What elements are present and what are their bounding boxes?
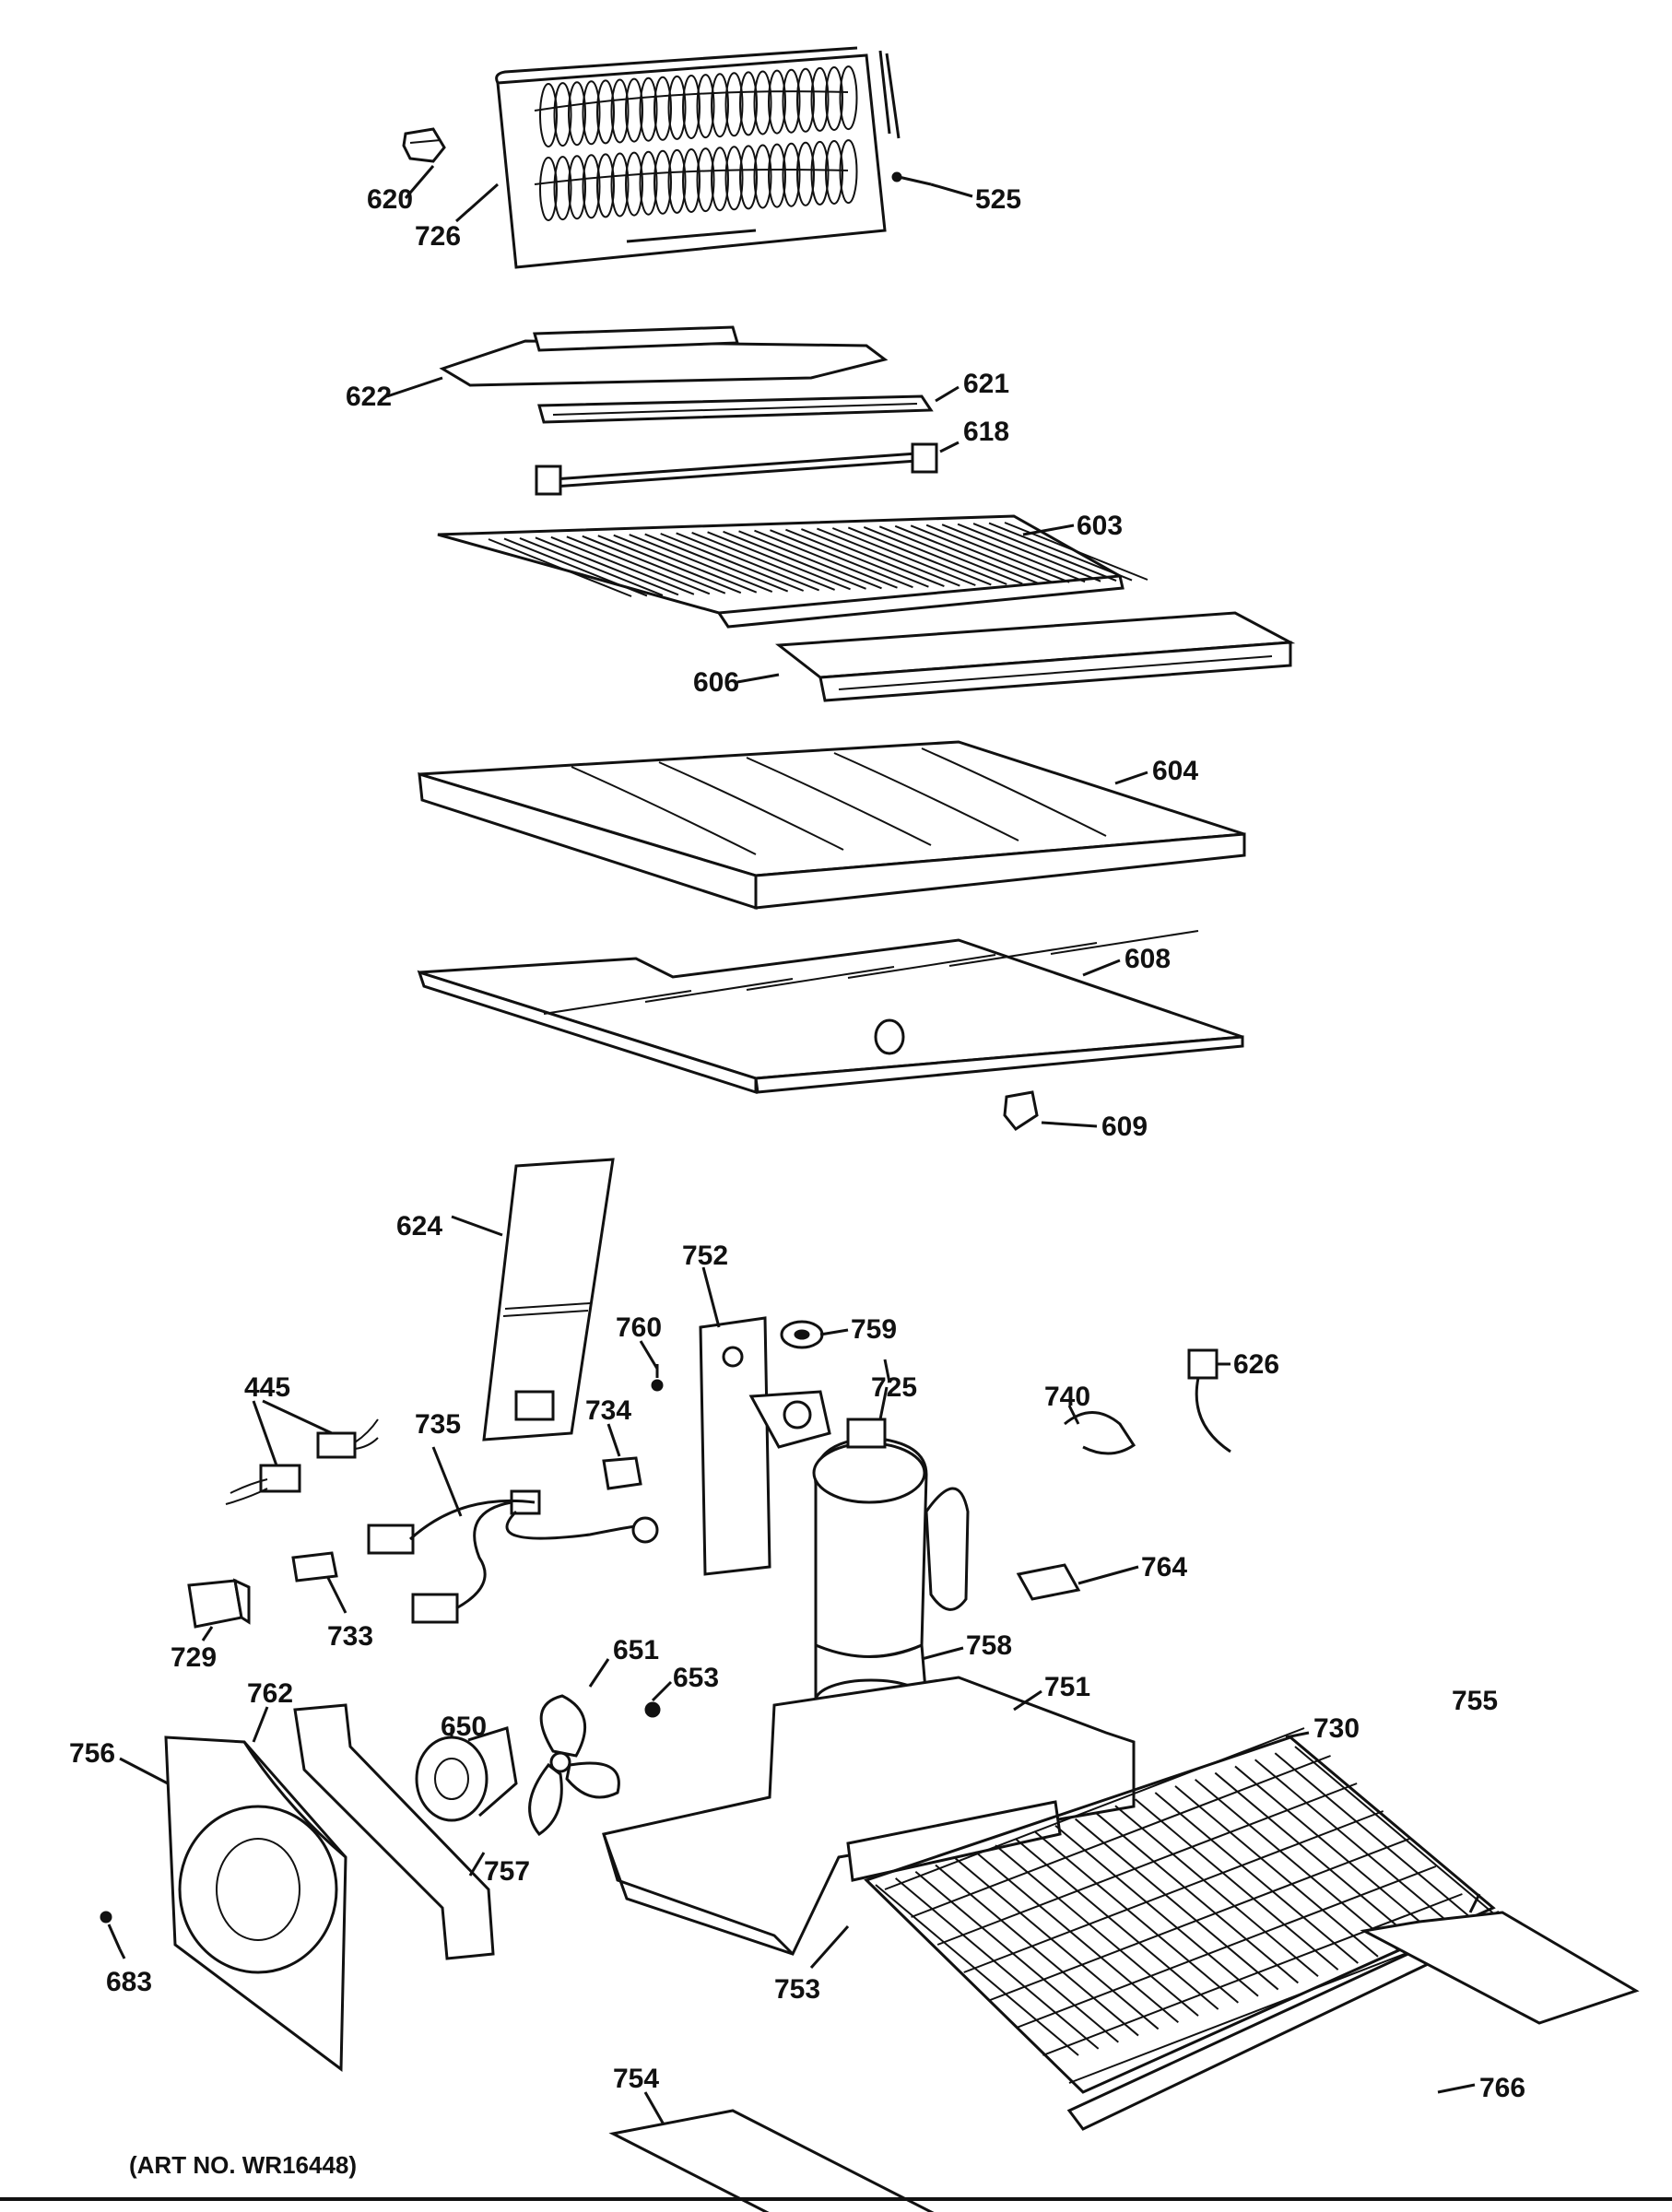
label-759: 759	[851, 1314, 897, 1345]
label-445: 445	[244, 1372, 290, 1403]
art-number-note: (ART NO. WR16448)	[129, 2151, 358, 2179]
shelf-603	[437, 514, 1148, 629]
label-651: 651	[613, 1635, 659, 1665]
label-756: 756	[69, 1738, 115, 1769]
label-626: 626	[1233, 1349, 1279, 1380]
bracket-752	[699, 1316, 831, 1576]
bar-753	[846, 1800, 1062, 1882]
fan-651	[528, 1694, 620, 1836]
panel-624	[482, 1158, 615, 1441]
label-734: 734	[585, 1395, 631, 1426]
label-609: 609	[1101, 1112, 1148, 1142]
heater-618	[535, 442, 938, 496]
shroud-756	[164, 1735, 347, 2072]
base-751	[602, 1676, 1136, 1956]
label-733: 733	[327, 1621, 373, 1652]
label-725: 725	[871, 1372, 917, 1403]
clip-740	[1064, 1411, 1136, 1455]
label-604: 604	[1152, 756, 1198, 786]
label-766: 766	[1479, 2073, 1525, 2103]
button-609	[1003, 1090, 1039, 1132]
label-758: 758	[966, 1630, 1012, 1661]
rail-606	[774, 611, 1296, 702]
pan-608	[417, 930, 1244, 1095]
label-620: 620	[367, 184, 413, 215]
label-726: 726	[415, 221, 461, 252]
leader-lines	[118, 165, 1481, 2125]
label-622: 622	[346, 382, 392, 412]
insulation-757	[293, 1703, 495, 1960]
bracket-621	[537, 394, 934, 424]
label-621: 621	[963, 369, 1009, 399]
label-525: 525	[975, 184, 1021, 215]
motor-650	[415, 1726, 518, 1822]
label-735: 735	[415, 1409, 461, 1440]
gasket-762	[242, 1741, 347, 1859]
panel-755	[1360, 1911, 1640, 2025]
part-labels: 620 726 525 622 621 618 603 606 604 608 …	[69, 184, 1525, 2103]
condenser-730	[864, 1727, 1499, 2094]
relay-729	[187, 1578, 251, 1629]
screw-525	[891, 171, 932, 186]
label-603: 603	[1077, 511, 1123, 541]
harness-735	[367, 1489, 659, 1624]
label-754: 754	[613, 2064, 659, 2094]
panel-754	[608, 2109, 935, 2212]
label-683: 683	[106, 1967, 152, 1997]
label-760: 760	[616, 1312, 662, 1343]
label-764: 764	[1141, 1552, 1187, 1583]
label-730: 730	[1313, 1713, 1360, 1744]
label-606: 606	[693, 667, 739, 698]
evaporator-726	[495, 46, 901, 269]
label-608: 608	[1124, 944, 1171, 974]
cover-604	[418, 740, 1246, 911]
label-751: 751	[1044, 1672, 1090, 1702]
label-762: 762	[247, 1678, 293, 1709]
label-752: 752	[682, 1241, 728, 1271]
label-653: 653	[673, 1663, 719, 1693]
label-650: 650	[441, 1712, 487, 1742]
label-757: 757	[484, 1856, 530, 1887]
connectors-445	[225, 1418, 379, 1505]
grommet-759	[780, 1320, 824, 1349]
label-753: 753	[774, 1974, 820, 2005]
clip-620	[402, 127, 446, 163]
label-755: 755	[1452, 1686, 1498, 1716]
label-624: 624	[396, 1211, 442, 1241]
switch-626	[1187, 1348, 1231, 1453]
label-729: 729	[171, 1642, 217, 1673]
plug-734	[602, 1456, 642, 1490]
compressor-725	[812, 1386, 970, 1658]
bottom-rule	[0, 2197, 1672, 2201]
screw-683	[100, 1911, 122, 1950]
label-618: 618	[963, 417, 1009, 447]
cover-622	[439, 325, 889, 387]
clip-764	[1016, 1563, 1081, 1601]
nut-653	[644, 1701, 661, 1718]
label-740: 740	[1044, 1382, 1090, 1412]
plug-733	[291, 1551, 338, 1583]
